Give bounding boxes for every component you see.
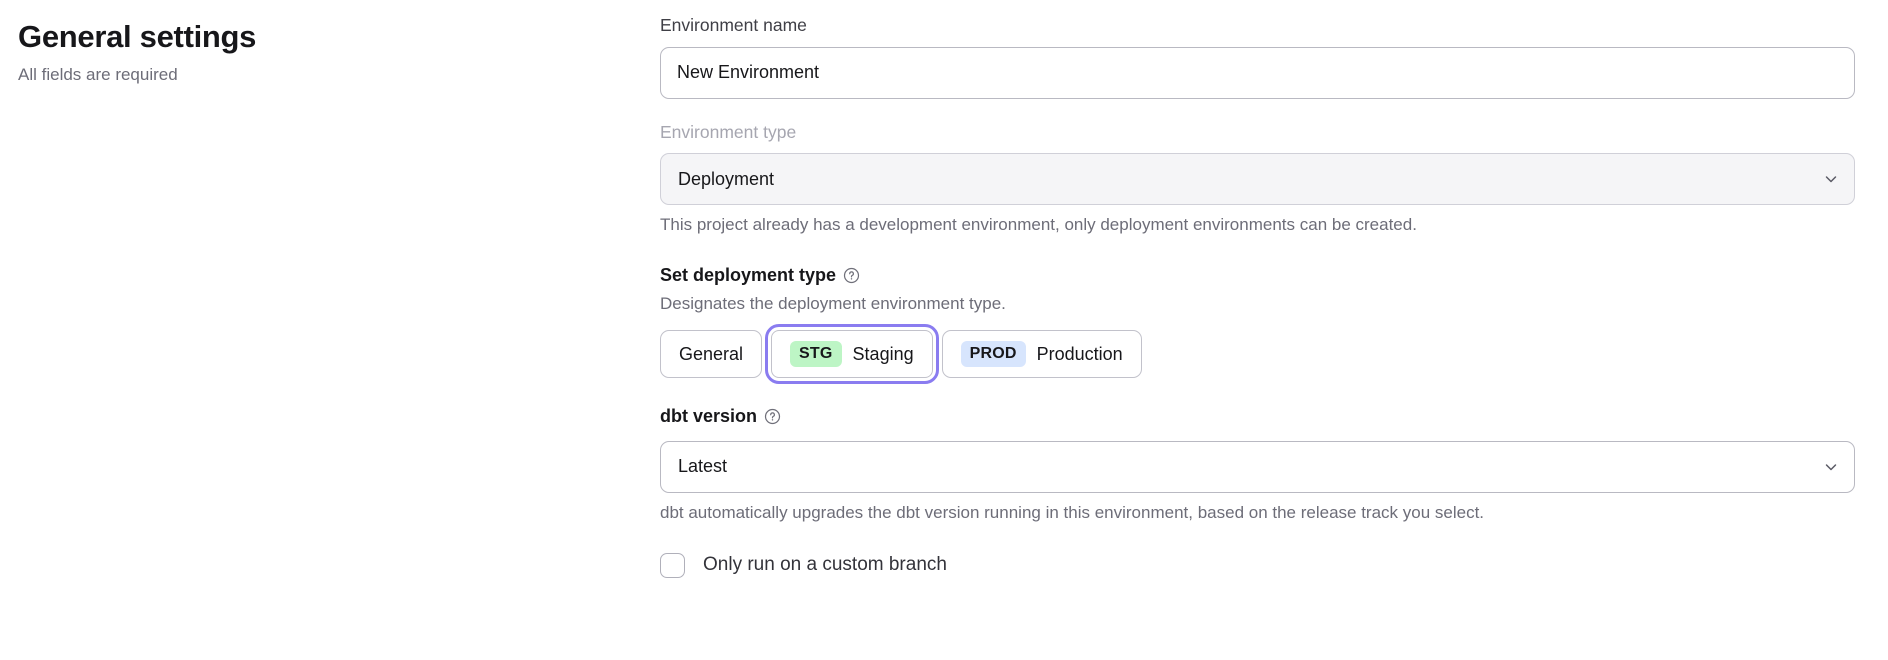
deployment-type-option-general[interactable]: General — [660, 330, 763, 379]
environment-type-select[interactable]: Deployment — [660, 153, 1855, 206]
question-circle-icon[interactable] — [764, 408, 781, 425]
dbt-version-label-row: dbt version — [660, 404, 1855, 428]
deployment-type-option-production[interactable]: PROD Production — [941, 330, 1142, 379]
dbt-version-field: dbt version Latest dbt automatica — [660, 404, 1855, 524]
dbt-version-label: dbt version — [660, 406, 758, 427]
page-subtitle: All fields are required — [18, 65, 178, 85]
custom-branch-row[interactable]: Only run on a custom branch — [660, 552, 1855, 578]
production-badge: PROD — [960, 341, 1026, 368]
deployment-type-option-staging[interactable]: STG Staging — [765, 324, 939, 385]
environment-name-field: Environment name — [660, 14, 1855, 99]
custom-branch-checkbox[interactable] — [660, 552, 685, 578]
staging-badge: STG — [790, 341, 842, 368]
deployment-type-description: Designates the deployment environment ty… — [660, 294, 1006, 314]
deployment-type-option-general-label: General — [679, 343, 744, 364]
dbt-version-select-wrapper: Latest — [660, 440, 1855, 493]
deployment-type-label-row: Set deployment type — [660, 263, 1855, 287]
environment-type-field: Environment type Deployment This project… — [660, 121, 1855, 238]
dbt-version-select[interactable]: Latest — [660, 440, 1855, 493]
dbt-version-help-text: dbt automatically upgrades the dbt versi… — [660, 502, 1485, 522]
deployment-type-option-staging-label: Staging — [852, 343, 914, 364]
environment-type-select-wrapper: Deployment — [660, 153, 1855, 206]
environment-type-help-text: This project already has a development e… — [660, 215, 1417, 235]
environment-name-input[interactable] — [660, 46, 1855, 99]
deployment-type-label: Set deployment type — [660, 265, 837, 286]
deployment-type-option-production-label: Production — [1036, 343, 1123, 364]
deployment-type-field: Set deployment type Designates the deplo… — [660, 263, 1855, 385]
environment-name-label: Environment name — [660, 15, 807, 35]
deployment-type-option-group: General STG Staging PROD Production — [660, 324, 1855, 385]
environment-type-label: Environment type — [660, 121, 797, 142]
page-title: General settings — [18, 19, 257, 54]
custom-branch-label: Only run on a custom branch — [703, 553, 947, 575]
settings-header-column: General settings All fields are required — [0, 0, 660, 86]
question-circle-icon[interactable] — [843, 267, 860, 284]
settings-form-column: Environment name Environment type Deploy… — [660, 0, 1888, 578]
